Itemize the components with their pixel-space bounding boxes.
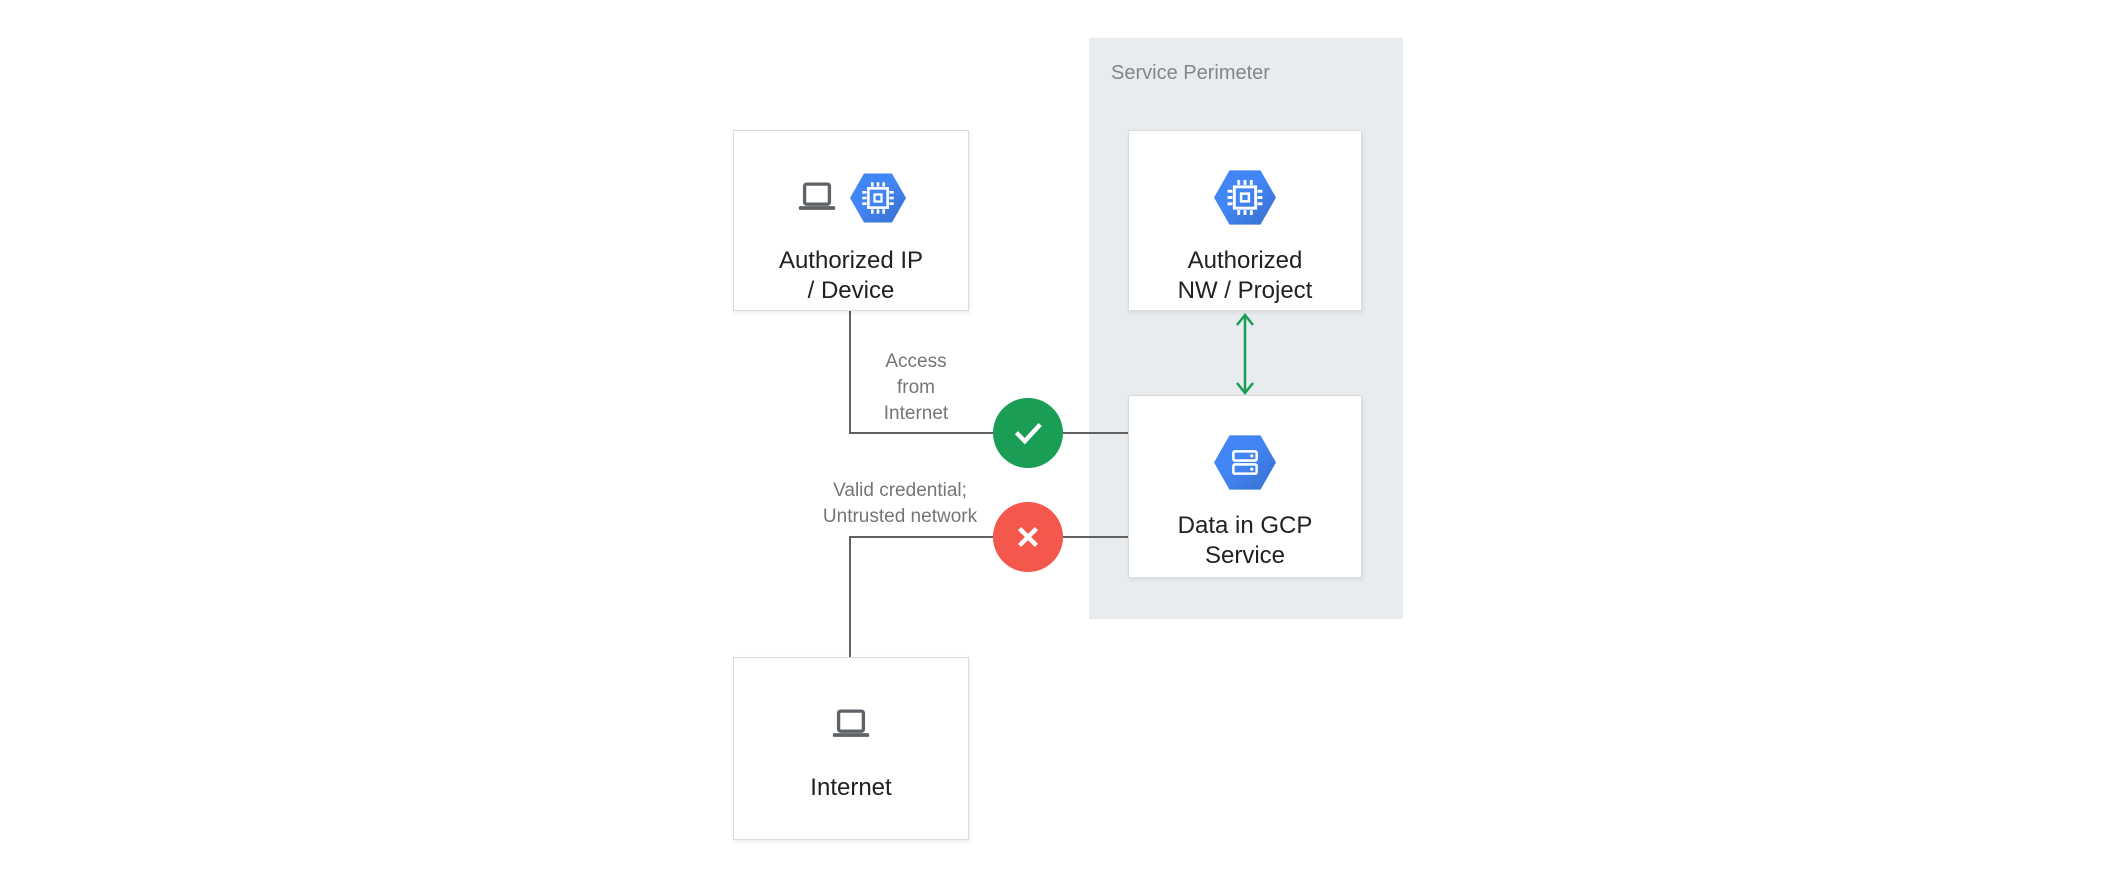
gcp-data-hexagon-disk-icon [1214,435,1276,495]
node-authorized-ip-device: Authorized IP / Device [733,130,969,311]
node-icon-row [1214,169,1276,231]
node-label-data-in-gcp-service: Data in GCP Service [1177,512,1313,569]
edge-label-valid-credential: Valid credential; Untrusted network [822,480,978,527]
node-data-in-gcp-service: Data in GCP Service [1128,395,1362,578]
compute-hexagon-chip-icon [1214,170,1276,230]
node-label-internet: Internet [810,774,892,801]
connector-internet-up [849,537,851,657]
connector-access-blocked-line [849,536,1128,538]
node-icon-row [796,169,906,231]
edge-label-access-from-internet: Access from Internet [883,351,949,424]
bidirectional-arrow-icon [1232,308,1258,405]
service-perimeter-label: Service Perimeter [1111,62,1270,84]
node-label-authorized-ip-device: Authorized IP / Device [778,247,924,304]
connector-access-allowed-line [849,432,1128,434]
node-internet: Internet [733,657,969,840]
laptop-icon [830,708,872,746]
cross-icon [993,502,1063,572]
node-authorized-nw-project: Authorized NW / Project [1128,130,1362,311]
connector-authorized-ip-down [849,311,851,432]
node-label-authorized-nw-project: Authorized NW / Project [1177,247,1313,304]
check-icon [993,398,1063,468]
node-icon-row [1214,434,1276,496]
laptop-icon [796,181,838,219]
compute-hexagon-chip-icon [850,173,906,228]
node-icon-row [830,696,872,758]
